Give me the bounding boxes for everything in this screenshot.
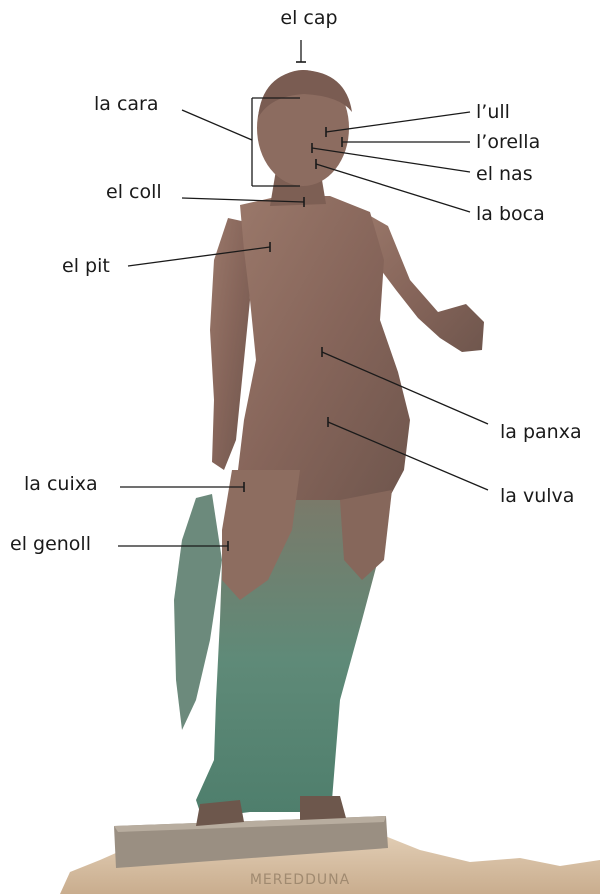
label-ull: l’ull — [476, 101, 510, 123]
drapery — [174, 494, 222, 730]
pedestal-inscription: MEREDDUNA — [250, 872, 350, 888]
label-orella: l’orella — [476, 131, 540, 153]
label-coll: el coll — [106, 181, 162, 203]
label-genoll: el genoll — [10, 533, 91, 555]
label-cap: el cap — [280, 7, 337, 29]
label-nas: el nas — [476, 163, 533, 185]
label-panxa: la panxa — [500, 421, 582, 443]
leader-cara — [182, 110, 252, 140]
statue — [174, 70, 484, 826]
label-vulva: la vulva — [500, 485, 574, 507]
label-cuixa: la cuixa — [24, 473, 98, 495]
label-cara: la cara — [94, 93, 159, 115]
label-boca: la boca — [476, 203, 545, 225]
label-pit: el pit — [62, 255, 110, 277]
